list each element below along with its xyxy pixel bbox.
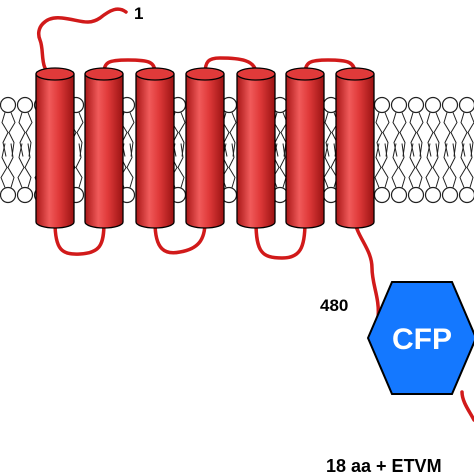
cfp-label: CFP	[392, 323, 452, 356]
helix-body	[84, 73, 124, 229]
helix-1	[35, 67, 75, 229]
lipid-head	[407, 186, 425, 204]
helix-cap	[285, 67, 325, 81]
lipid-head	[458, 186, 474, 204]
intracellular-loop-2	[153, 220, 207, 255]
lipid-tail	[425, 143, 433, 188]
lipid-tail	[408, 143, 416, 188]
lipid-tail	[323, 143, 331, 188]
lipid-tail	[127, 112, 135, 157]
lipid-tail	[0, 143, 8, 188]
lipid-tail	[398, 143, 406, 188]
lipid-tail	[416, 112, 424, 157]
lipid-tail	[467, 112, 474, 157]
helix-body	[236, 73, 276, 229]
lipid-tail	[443, 112, 451, 157]
lipid-head	[373, 186, 391, 204]
protein-loops	[37, 7, 474, 422]
lipid-head	[0, 186, 17, 204]
lipid-tail	[18, 112, 26, 157]
lipid-tail	[382, 112, 390, 157]
c-terminal-tail-end	[460, 390, 474, 422]
lipid-tail	[392, 112, 400, 157]
extracellular-loop-2	[203, 56, 258, 76]
lipid-head	[16, 96, 34, 114]
lipid-head	[0, 96, 17, 114]
lipid-head	[458, 96, 474, 114]
lipid-tail	[399, 112, 407, 157]
lipid-head	[424, 186, 442, 204]
lipid-tail	[391, 143, 399, 188]
lipid-tail	[449, 143, 457, 188]
lipid-tail	[7, 143, 15, 188]
lipid-tail	[324, 112, 332, 157]
lipid-head	[441, 96, 459, 114]
lipid-tail	[432, 143, 440, 188]
helix-cap	[185, 67, 225, 81]
helix-cap	[236, 67, 276, 81]
lipid-tail	[126, 143, 134, 188]
lipid-head	[390, 186, 408, 204]
helix-body	[35, 73, 75, 229]
lipid-tail	[17, 143, 25, 188]
lipid-head	[407, 96, 425, 114]
lipid-tail	[8, 112, 16, 157]
cfp-fusion: CFP	[366, 281, 474, 395]
lipid-tail	[25, 112, 33, 157]
helix-body	[185, 73, 225, 229]
transmembrane-helices	[35, 67, 375, 229]
helix-6	[285, 67, 325, 229]
intracellular-loop-3	[254, 220, 307, 260]
n-terminus-label: 1	[134, 4, 143, 23]
lipid-tail	[466, 143, 474, 188]
lipid-tail	[76, 112, 84, 157]
helix-body	[285, 73, 325, 229]
helix-body	[335, 73, 375, 229]
lipid-tail	[450, 112, 458, 157]
lipid-tail	[409, 112, 417, 157]
helix-2	[84, 67, 124, 229]
lipid-tail	[228, 143, 236, 188]
lipid-tail	[178, 112, 186, 157]
residue-480-label: 480	[320, 296, 348, 315]
lipid-tail	[279, 143, 287, 188]
n-terminal-tail	[37, 7, 128, 80]
helix-7	[335, 67, 375, 229]
lipid-head	[16, 186, 34, 204]
lipid-tail	[374, 143, 382, 188]
lipid-tail	[177, 143, 185, 188]
lipid-tail	[415, 143, 423, 188]
lipid-tail	[381, 143, 389, 188]
extracellular-loop-1	[102, 58, 157, 76]
lipid-tail	[24, 143, 32, 188]
lipid-tail	[442, 143, 450, 188]
lipid-head	[373, 96, 391, 114]
lipid-tail	[459, 143, 467, 188]
lipid-tail	[433, 112, 441, 157]
c-terminal-tag-label: 18 aa + ETVM	[326, 456, 442, 474]
helix-body	[135, 73, 175, 229]
lipid-head	[441, 186, 459, 204]
helix-cap	[35, 67, 75, 81]
helix-cap	[135, 67, 175, 81]
lipid-tail	[75, 143, 83, 188]
lipid-tail	[1, 112, 9, 157]
helix-4	[185, 67, 225, 229]
lipid-head	[424, 96, 442, 114]
intracellular-loop-1	[53, 220, 106, 256]
helix-3	[135, 67, 175, 229]
helix-cap	[335, 67, 375, 81]
extracellular-loop-3	[303, 58, 357, 76]
lipid-tail	[375, 112, 383, 157]
helix-5	[236, 67, 276, 229]
lipid-tail	[426, 112, 434, 157]
lipid-tail	[460, 112, 468, 157]
cfp-hexagon	[366, 281, 474, 395]
helix-cap	[84, 67, 124, 81]
c-terminal-tail	[353, 220, 381, 320]
lipid-tail	[229, 112, 237, 157]
lipid-head	[390, 96, 408, 114]
